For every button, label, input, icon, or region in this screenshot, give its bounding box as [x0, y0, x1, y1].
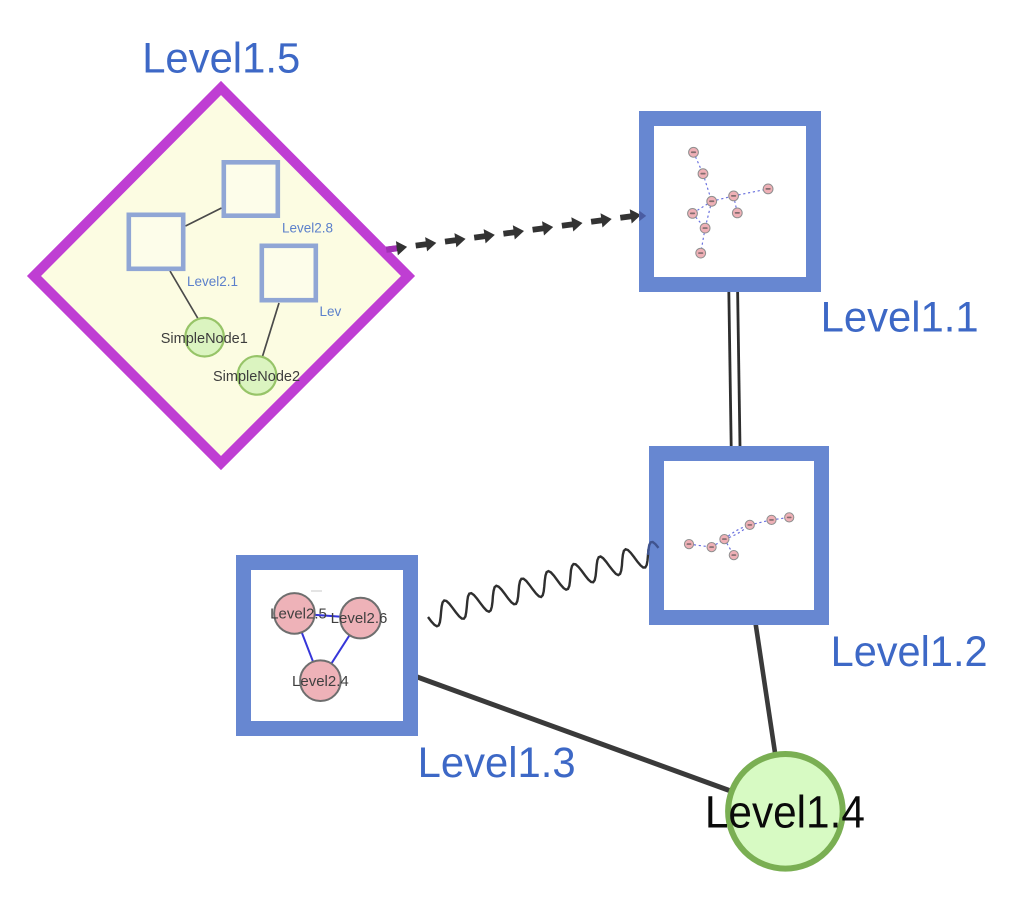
svg-text:Level1.5: Level1.5	[142, 36, 300, 83]
svg-text:Level2.4: Level2.4	[292, 673, 349, 690]
svg-text:Level1.2: Level1.2	[831, 629, 988, 676]
svg-text:Level2.1: Level2.1	[187, 274, 238, 289]
svg-text:SimpleNode2: SimpleNode2	[213, 369, 300, 385]
svg-text:Level2.8: Level2.8	[282, 221, 333, 236]
svg-text:Level1.4: Level1.4	[705, 787, 865, 838]
svg-text:Level1.1: Level1.1	[821, 295, 979, 342]
svg-text:SimpleNode1: SimpleNode1	[161, 331, 248, 347]
svg-text:Lev: Lev	[320, 304, 342, 319]
svg-text:Level1.3: Level1.3	[418, 740, 576, 787]
svg-text:Level2.6: Level2.6	[331, 610, 388, 627]
svg-text:Level2.5: Level2.5	[270, 606, 327, 623]
